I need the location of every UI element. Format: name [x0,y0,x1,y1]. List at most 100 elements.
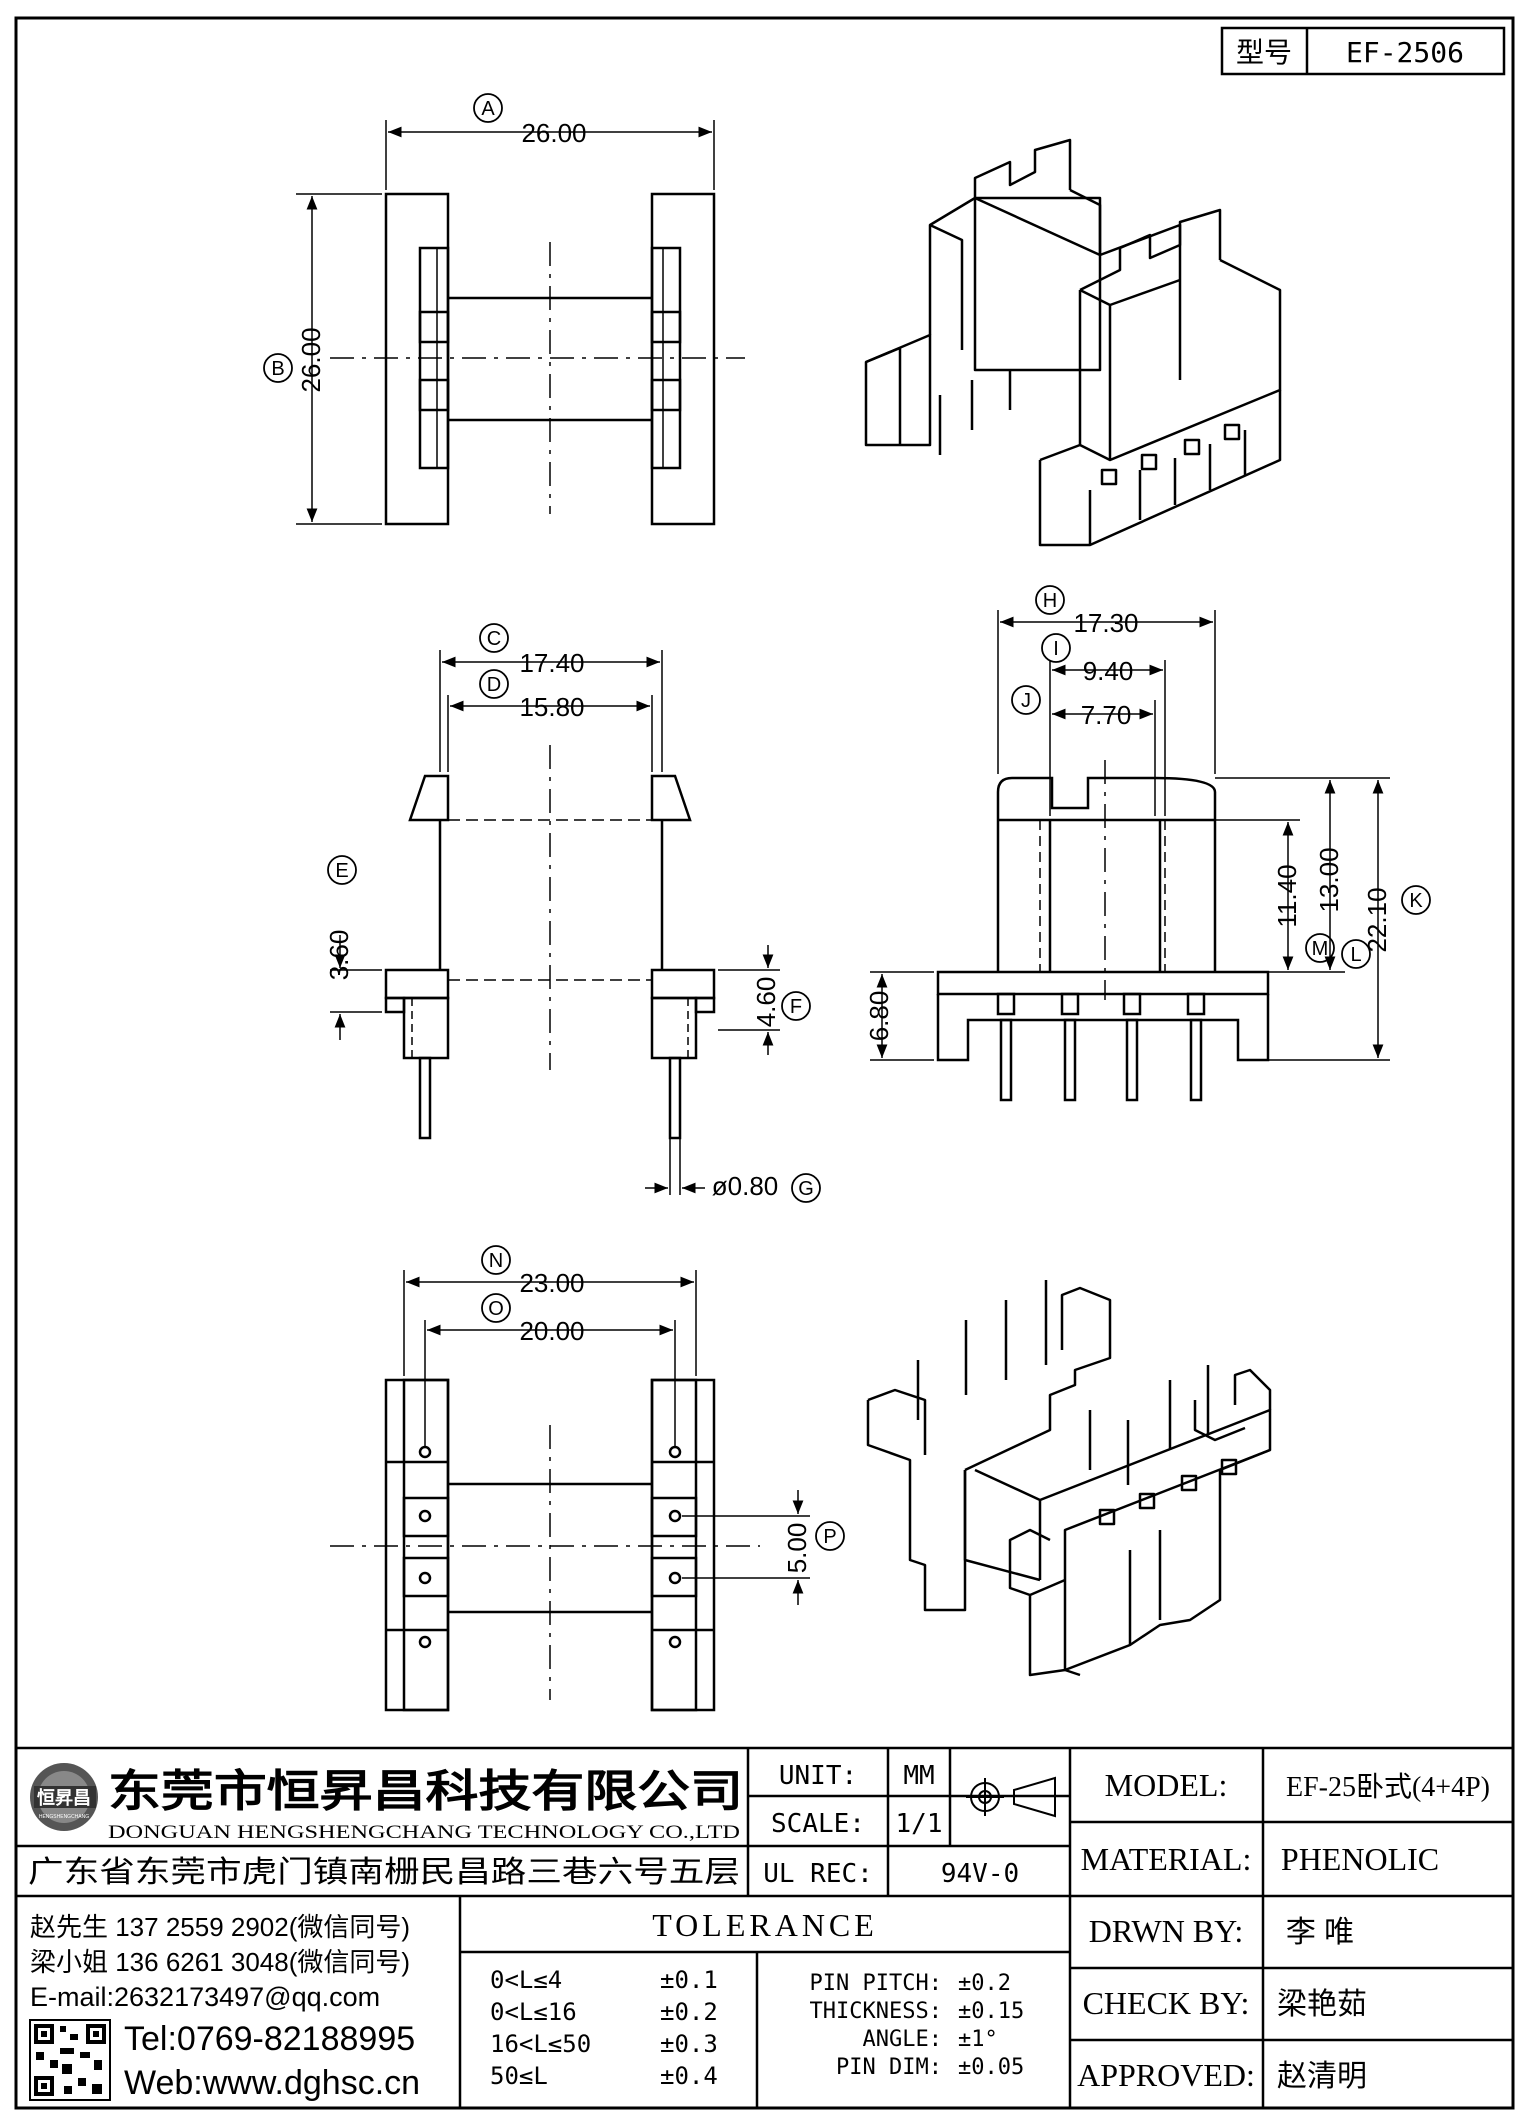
tolerance-other-label: PIN PITCH: [810,1971,942,1996]
tolerance-ranges: 0<L≤4 ±0.1 0<L≤16 ±0.2 16<L≤50 ±0.3 50≤L… [490,1966,718,2090]
contact-email: E-mail:2632173497@qq.com [30,1982,380,2012]
dim-c: C 17.40 [479,623,585,678]
dim-j: J 7.70 [1011,685,1132,730]
approved-label: APPROVED: [1077,2057,1255,2093]
company-logo: 恒昇昌 HENGSHENGCHANG [30,1763,98,1831]
tolerance-others: PIN PITCH: ±0.2 THICKNESS: ±0.15 ANGLE: … [810,1971,1025,2080]
front-view [870,610,1390,1102]
svg-text:I: I [1053,638,1059,660]
dim-n: N 23.00 [481,1245,585,1298]
tolerance-value: ±0.1 [660,1966,718,1994]
top-view [296,120,745,526]
model-value: EF-25卧式(4+4P) [1286,1771,1490,1803]
qr-code [29,2019,111,2101]
tolerance-range: 0<L≤16 [490,1998,577,2026]
dim-g: ø0.80 G [712,1171,821,1203]
svg-text:4.60: 4.60 [751,977,781,1028]
approved-value: 赵清明 [1277,2060,1367,2093]
svg-text:26.00: 26.00 [521,118,586,148]
contact-web: Web:www.dghsc.cn [124,2064,420,2102]
side-view [330,650,780,1195]
dim-b: B 26.00 [263,327,326,393]
svg-text:G: G [798,1178,814,1200]
check-label: CHECK BY: [1083,1985,1250,2021]
tolerance-range: 50≤L [490,2062,548,2090]
contact-zhao: 赵先生 137 2559 2902(微信同号) [30,1912,410,1942]
svg-text:17.30: 17.30 [1073,608,1138,638]
svg-text:20.00: 20.00 [519,1316,584,1346]
projection-symbol-icon [966,1776,1056,1818]
svg-text:C: C [487,628,501,650]
svg-text:N: N [489,1250,503,1272]
tolerance-other-label: ANGLE: [863,2027,942,2052]
company-name-en: DONGUAN HENGSHENGCHANG TECHNOLOGY CO.,LT… [108,1822,740,1843]
dim-l: 13.00 L [1314,847,1371,969]
isometric-view-rear [866,1280,1272,1677]
part-number-value: EF-2506 [1346,36,1464,69]
tolerance-range: 0<L≤4 [490,1966,562,1994]
dim-h: H 17.30 [1035,585,1139,638]
dim-d: D 15.80 [479,669,585,722]
svg-text:F: F [790,996,802,1018]
drwn-label: DRWN BY: [1089,1913,1243,1949]
tolerance-value: ±0.2 [660,1998,718,2026]
unit-label: UNIT: [779,1761,857,1791]
ulrec-label: UL REC: [763,1859,873,1889]
tolerance-range: 16<L≤50 [490,2030,591,2058]
contact-tel: Tel:0769-82188995 [124,2020,415,2058]
tolerance-other-value: ±0.15 [958,1999,1024,2024]
svg-text:15.80: 15.80 [519,692,584,722]
scale-value: 1/1 [896,1809,943,1839]
contact-liang: 梁小姐 136 6261 3048(微信同号) [30,1947,410,1977]
svg-text:6.80: 6.80 [864,991,894,1042]
ulrec-value: 94V-0 [941,1859,1019,1889]
drwn-value: 李 唯 [1286,1916,1354,1949]
tolerance-other-label: PIN DIM: [836,2055,942,2080]
dim-base-height: 6.80 [864,991,894,1042]
tolerance-other-value: ±1° [958,2027,998,2052]
title-block-lines [16,1746,1513,2108]
svg-text:K: K [1409,890,1423,912]
svg-text:HENGSHENGCHANG: HENGSHENGCHANG [39,1814,89,1820]
svg-text:7.70: 7.70 [1081,700,1132,730]
svg-text:13.00: 13.00 [1314,847,1344,912]
tolerance-value: ±0.3 [660,2030,718,2058]
svg-text:A: A [481,98,495,120]
svg-text:5.00: 5.00 [782,1523,812,1574]
tolerance-other-label: THICKNESS: [810,1999,942,2024]
company-address: 广东省东莞市虎门镇南栅民昌路三巷六号五层 [28,1856,740,1889]
svg-text:H: H [1043,590,1057,612]
svg-text:E: E [335,860,348,882]
part-number-box: 型号 EF-2506 [1220,26,1506,76]
svg-text:17.40: 17.40 [519,648,584,678]
dim-p: 5.00 P [782,1521,845,1574]
part-number-label: 型号 [1236,37,1292,68]
svg-text:J: J [1021,690,1031,712]
dim-k: 22.10 K [1362,885,1431,953]
tolerance-title: TOLERANCE [652,1907,878,1943]
company-name-cn: 东莞市恒昇昌科技有限公司 [108,1767,743,1816]
dim-i: I 9.40 [1041,633,1133,686]
model-label: MODEL: [1105,1767,1228,1803]
sheet-border [14,16,1515,2110]
svg-text:ø0.80: ø0.80 [712,1171,779,1201]
material-value: PHENOLIC [1281,1841,1439,1877]
svg-text:22.10: 22.10 [1362,887,1392,952]
dim-e: E 3.60 [324,855,357,981]
scale-label: SCALE: [771,1809,865,1839]
svg-text:D: D [487,674,501,696]
unit-value: MM [903,1761,934,1791]
dim-a: A 26.00 [473,93,587,148]
bottom-view [330,1270,810,1712]
svg-text:3.60: 3.60 [324,930,354,981]
tolerance-other-value: ±0.05 [958,2055,1024,2080]
svg-text:O: O [488,1298,504,1320]
dim-m: 11.40 M [1272,864,1335,963]
isometric-view-front [864,138,1282,547]
svg-text:恒昇昌: 恒昇昌 [37,1787,91,1808]
check-value: 梁艳茹 [1277,1988,1367,2021]
svg-text:23.00: 23.00 [519,1268,584,1298]
svg-text:26.00: 26.00 [296,327,326,392]
svg-text:B: B [271,358,284,380]
